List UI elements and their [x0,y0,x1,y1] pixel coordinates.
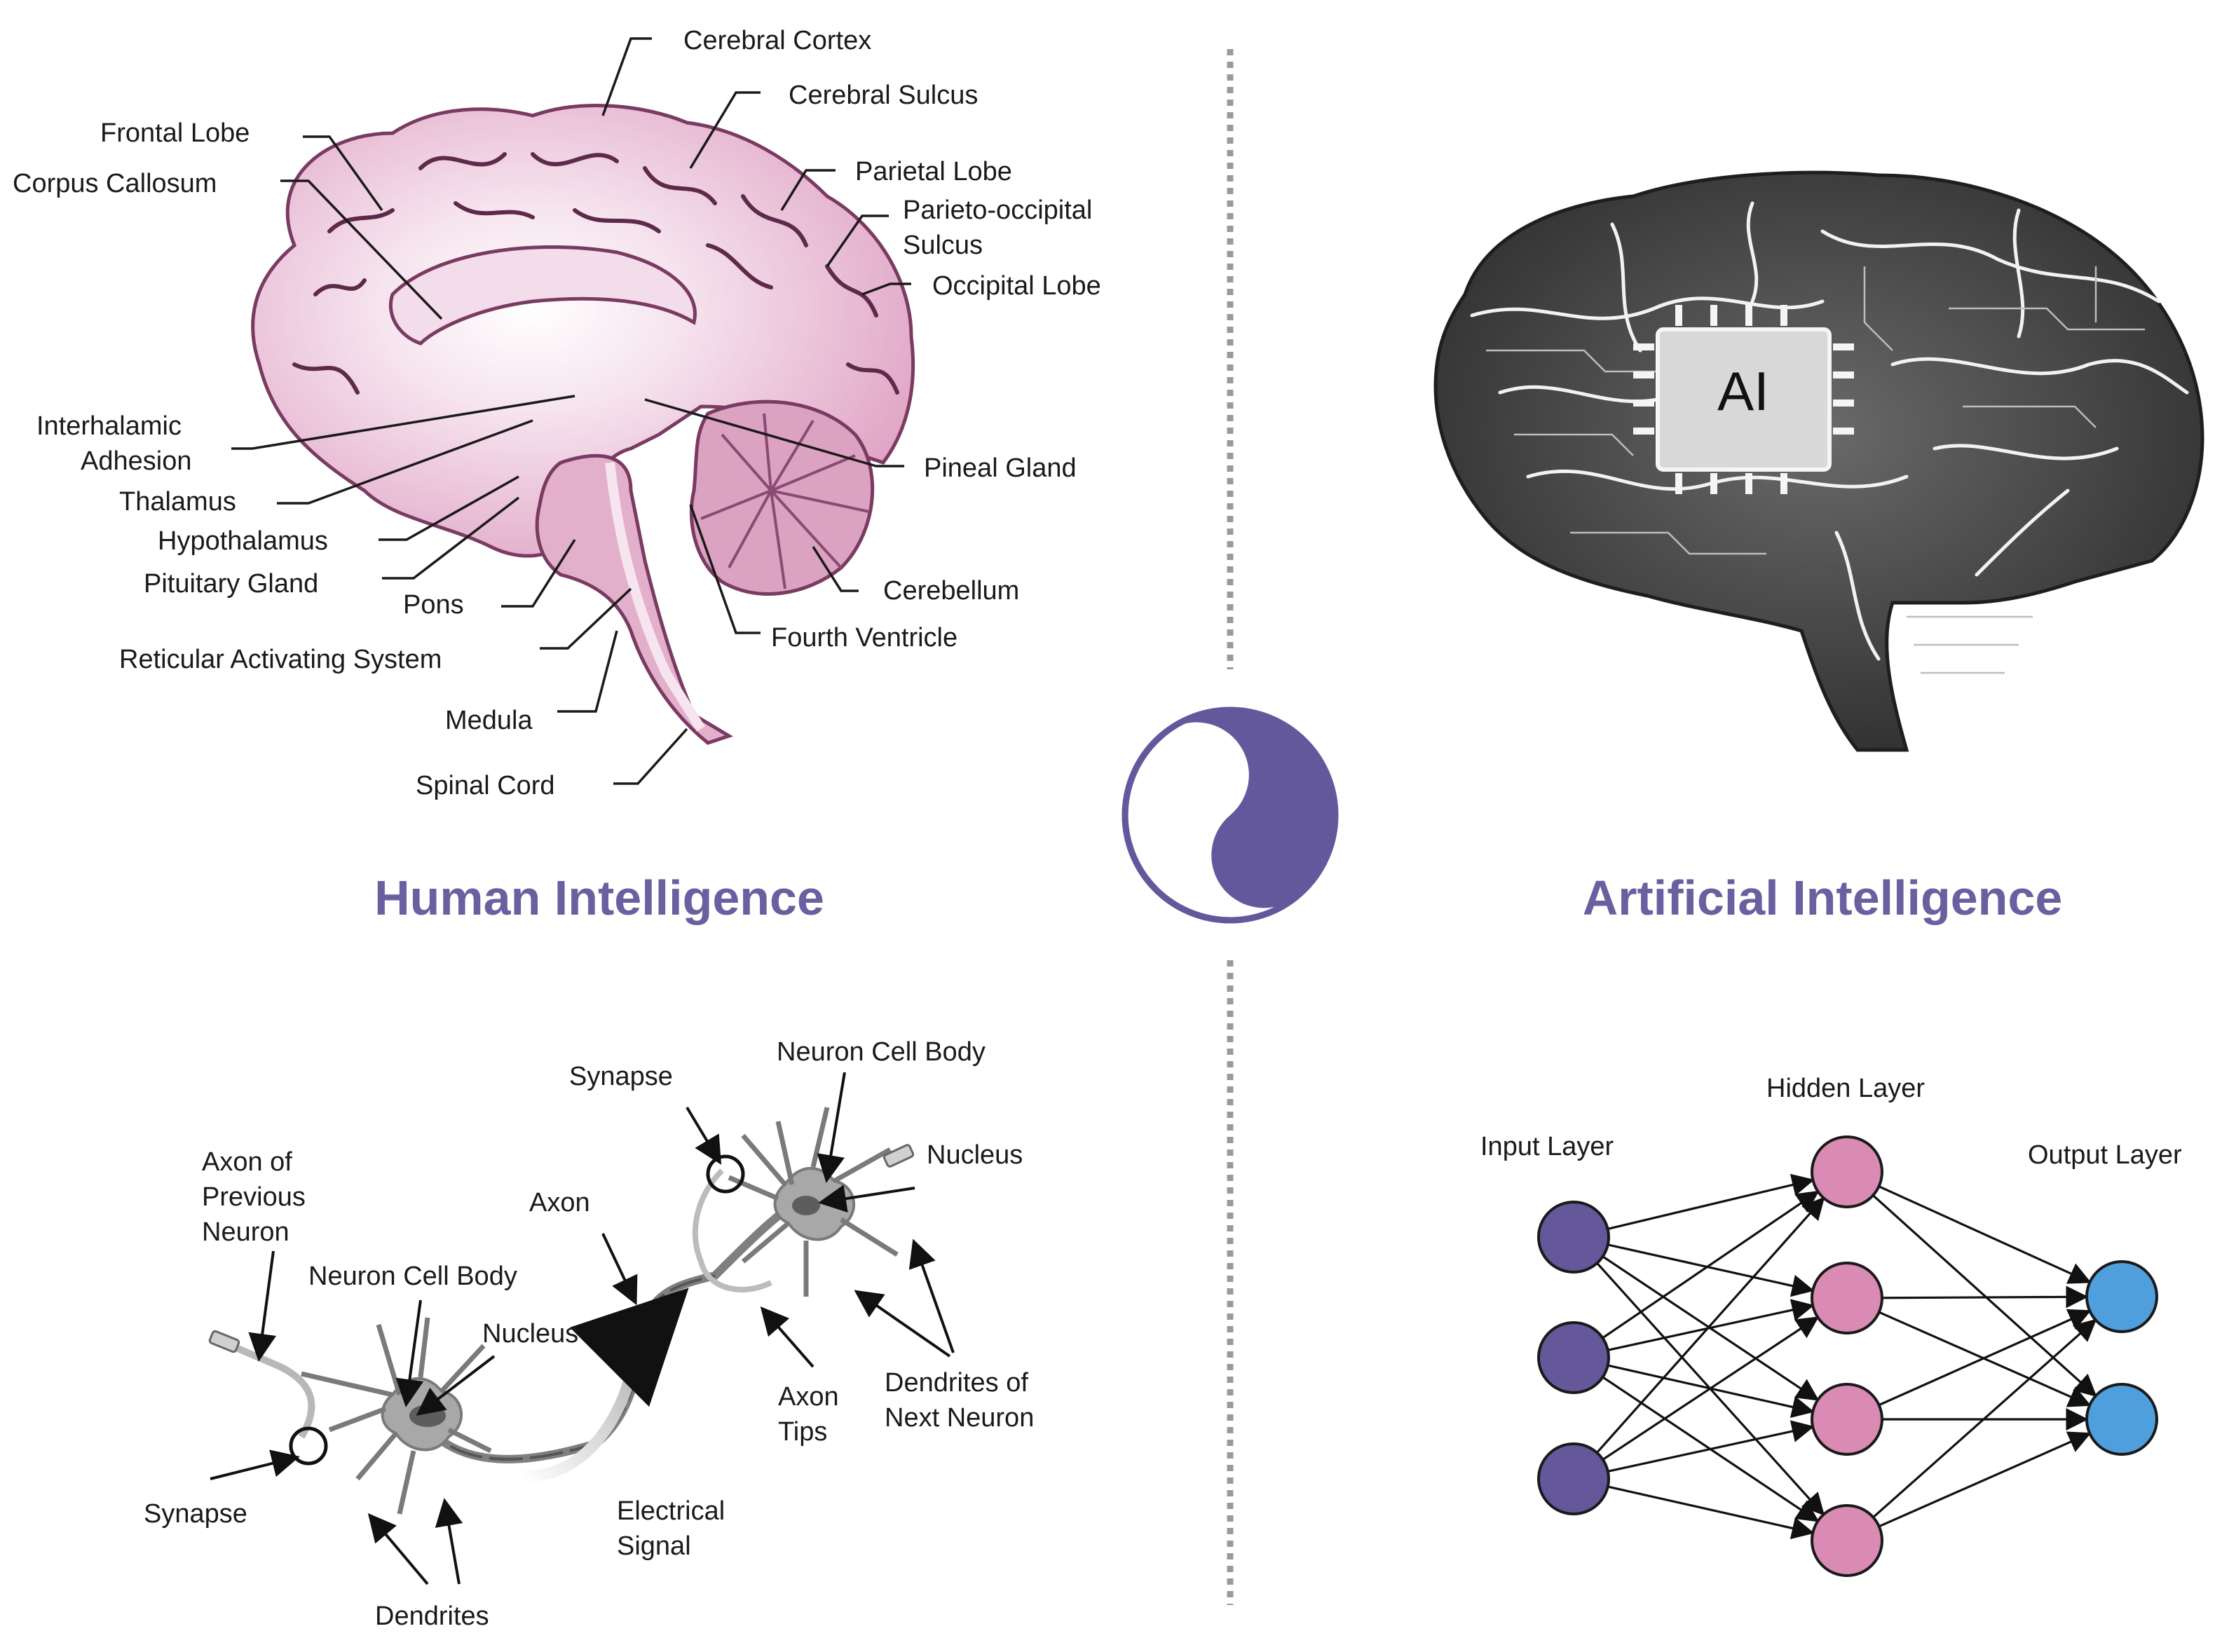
neuron-labels: Synapse Neuron Cell Body Nucleus Axon of… [144,1037,1034,1631]
label-electrical-2: Signal [617,1531,691,1561]
label-axon-prev-1: Axon of [202,1147,292,1177]
network-connections [1596,1173,2097,1540]
hidden-node-3 [1811,1383,1883,1456]
input-node-1 [1537,1201,1610,1274]
connection-hidden1-output1 [1878,1185,2092,1284]
ai-chip-label: AI [1717,360,1769,422]
label-corpus-callosum: Corpus Callosum [13,169,217,198]
label-axon-tips-1: Axon [778,1382,839,1412]
title-human-intelligence: Human Intelligence [374,871,824,925]
hidden-node-4 [1811,1504,1883,1577]
connection-input1-hidden1 [1607,1173,1815,1230]
label-axon-prev-3: Neuron [202,1217,289,1247]
label-axon: Axon [529,1188,590,1217]
connection-hidden1-output2 [1872,1194,2097,1398]
label-parieto-occipital-1: Parieto-occipital [903,196,1092,225]
label-axon-tips-2: Tips [778,1417,827,1447]
ai-brain-illustration: AI [1433,170,2204,752]
label-thalamus: Thalamus [119,487,236,517]
label-frontal-lobe: Frontal Lobe [100,118,250,148]
label-fourth-ventricle: Fourth Ventricle [771,623,957,653]
output-node-2 [2085,1383,2158,1456]
connection-input3-hidden4 [1607,1485,1815,1540]
label-neuron-cell-body: Neuron Cell Body [308,1262,517,1291]
brain-labels: Cerebral Cortex Cerebral Sulcus Frontal … [13,26,1101,800]
label-dendrites-next-2: Next Neuron [885,1403,1034,1433]
connection-input1-hidden2 [1607,1243,1815,1297]
ai-chip [1656,327,1832,472]
label-axon-prev-2: Previous [202,1182,306,1212]
label-input-layer: Input Layer [1480,1132,1614,1161]
label-pons: Pons [403,590,464,620]
label-parietal-lobe: Parietal Lobe [855,157,1012,186]
label-cerebellum: Cerebellum [883,576,1019,606]
synapse-circle-right [706,1154,745,1194]
label-cerebral-cortex: Cerebral Cortex [683,26,871,55]
label-parieto-occipital-2: Sulcus [903,231,983,260]
input-node-2 [1537,1321,1610,1394]
label-neuron-cell-body-top: Neuron Cell Body [777,1037,986,1067]
label-synapse-bottom: Synapse [144,1499,247,1529]
brain-leader-lines [231,37,911,785]
label-hidden-layer: Hidden Layer [1766,1074,1925,1103]
connection-input3-hidden2 [1602,1316,1820,1461]
label-nucleus-top: Nucleus [927,1140,1023,1170]
label-interhalamic-2: Adhesion [81,446,191,476]
connection-hidden3-output1 [1879,1309,2092,1407]
label-pituitary-gland: Pituitary Gland [144,569,318,599]
input-node-3 [1537,1442,1610,1515]
hidden-node-2 [1811,1262,1883,1334]
connection-hidden4-output1 [1872,1318,2097,1519]
label-spinal-cord: Spinal Cord [416,771,555,800]
label-pineal-gland: Pineal Gland [924,453,1077,483]
connection-input3-hidden3 [1607,1420,1815,1473]
yin-yang-symbol [1122,706,1339,924]
label-synapse-top: Synapse [569,1062,673,1091]
label-occipital-lobe: Occipital Lobe [932,271,1101,301]
label-output-layer: Output Layer [2028,1140,2182,1170]
label-dendrites: Dendrites [375,1602,489,1631]
hidden-node-1 [1811,1135,1883,1208]
connection-hidden4-output2 [1879,1431,2092,1528]
electrical-signal-arrow [518,1288,689,1482]
label-electrical-1: Electrical [617,1496,725,1526]
neuron-left [301,1317,492,1515]
label-reticular: Reticular Activating System [119,645,442,674]
title-artificial-intelligence: Artificial Intelligence [1583,871,2063,925]
network-nodes [1537,1135,2158,1577]
neuron-arrows [210,1072,955,1585]
label-hypothalamus: Hypothalamus [158,526,328,556]
synapse-circle-left [289,1426,328,1466]
label-medula: Medula [445,706,533,735]
label-interhalamic-1: Interhalamic [36,411,182,441]
neuron-illustration [208,1107,915,1515]
label-cerebral-sulcus: Cerebral Sulcus [789,81,978,110]
label-dendrites-next-1: Dendrites of [885,1368,1028,1398]
human-brain-illustration [251,104,915,745]
output-node-1 [2085,1260,2158,1333]
connection-input3-hidden1 [1596,1196,1825,1454]
label-nucleus: Nucleus [482,1319,578,1349]
connection-input2-hidden1 [1602,1190,1820,1339]
